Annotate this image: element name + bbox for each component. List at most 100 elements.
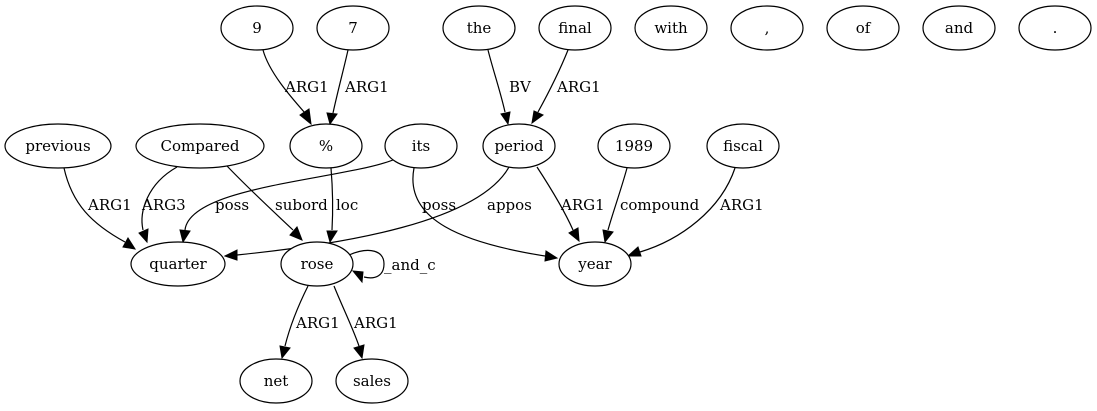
arrowhead-icon (299, 108, 312, 126)
edge-label: ARG1 (556, 78, 601, 96)
node-ellipse (4, 123, 112, 169)
node-label: its (412, 137, 431, 155)
edge-n7-to-pct: ARG1 (326, 49, 389, 126)
node-label: 7 (348, 19, 358, 37)
node-ellipse (634, 5, 708, 51)
edge-label: appos (487, 196, 532, 214)
node-label: and (945, 19, 974, 37)
node-quarter: quarter (130, 241, 226, 287)
edge-line (536, 166, 574, 231)
node-comma: , (730, 5, 804, 51)
node-ellipse (135, 123, 265, 169)
node-period: period (482, 123, 556, 169)
node-label: the (467, 19, 492, 37)
node-rose: rose (280, 241, 354, 287)
node-with: with (634, 5, 708, 51)
node-label: period (494, 137, 543, 155)
node-n9: 9 (220, 5, 294, 51)
node-ellipse (384, 123, 458, 169)
edge-period-to-year: ARG1 (536, 166, 605, 243)
edge-label: ARG1 (353, 314, 398, 332)
nodes-layer: 9 7 the final with, of and. previous Compared% it… (4, 5, 1092, 404)
edge-line (63, 167, 126, 243)
edge-line (332, 49, 349, 114)
edge-label: ARG3 (141, 196, 186, 214)
arrowhead-icon (351, 270, 364, 284)
arrowhead-icon (626, 246, 642, 257)
node-label: year (577, 255, 612, 273)
node-label: with (654, 19, 688, 37)
edge-n9-to-pct: ARG1 (262, 49, 329, 126)
node-label: % (319, 137, 333, 155)
node-the: the (442, 5, 516, 51)
edge-label: ARG1 (284, 78, 329, 96)
edge-period-to-quarter: appos (223, 166, 532, 261)
edge-line (412, 167, 546, 257)
edge-line (348, 249, 385, 279)
node-ellipse (597, 123, 671, 169)
node-sales: sales (335, 358, 409, 404)
edge-rose-to-rose: _and_c (348, 249, 436, 284)
node-ellipse (220, 5, 294, 51)
edge-label: ARG1 (560, 196, 605, 214)
node-ellipse (442, 5, 516, 51)
node-ellipse (730, 5, 804, 51)
node-label: previous (25, 137, 90, 155)
node-ellipse (289, 123, 363, 169)
arrowhead-icon (138, 228, 149, 244)
arrowhead-icon (602, 229, 614, 244)
node-label: of (856, 19, 872, 37)
node-label: net (264, 372, 289, 390)
edge-line (639, 167, 736, 253)
edge-rose-to-net: ARG1 (279, 285, 340, 360)
edge-line (236, 166, 510, 256)
arrowhead-icon (223, 249, 238, 261)
edge-the-to-period: BV (487, 49, 532, 126)
edge-line (537, 49, 569, 113)
edge-label: poss (422, 196, 456, 214)
node-ellipse (482, 123, 556, 169)
edge-compared-to-rose: subord (226, 165, 328, 241)
edge-label: subord (275, 196, 328, 214)
node-ellipse (706, 123, 780, 169)
arrowhead-icon (179, 229, 191, 244)
node-label: 9 (252, 19, 262, 37)
edge-previous-to-quarter: ARG1 (63, 167, 137, 250)
node-label: 1989 (615, 137, 653, 155)
node-ellipse (558, 241, 632, 287)
node-ellipse (239, 358, 313, 404)
node-label: Compared (161, 137, 240, 155)
node-label: , (765, 19, 770, 37)
arrowhead-icon (500, 111, 511, 126)
arrowhead-icon (353, 344, 365, 360)
edge-fiscal-to-year: ARG1 (626, 167, 764, 257)
node-label: final (558, 19, 592, 37)
node-and: and (922, 5, 996, 51)
edge-label: poss (215, 196, 249, 214)
node-period_tok: . (1018, 5, 1092, 51)
node-label: rose (301, 255, 334, 273)
node-label: sales (353, 372, 391, 390)
edge-line (141, 166, 178, 231)
node-ellipse (316, 5, 390, 51)
edge-line (184, 159, 394, 231)
edge-pct-to-rose: loc (326, 167, 358, 244)
edge-label: ARG1 (719, 196, 764, 214)
node-label: quarter (149, 255, 207, 273)
edge-line (226, 165, 294, 231)
arrowhead-icon (531, 110, 544, 125)
arrowhead-icon (568, 227, 580, 243)
node-ellipse (922, 5, 996, 51)
edge-its-to-year: poss (412, 167, 559, 262)
arrowhead-icon (279, 345, 291, 360)
edge-line (607, 167, 628, 231)
node-previous: previous (4, 123, 112, 169)
node-label: . (1053, 19, 1058, 37)
arrowhead-icon (544, 250, 559, 262)
node-ellipse (280, 241, 354, 287)
edge-label: ARG1 (295, 314, 340, 332)
node-n7: 7 (316, 5, 390, 51)
node-label: fiscal (723, 137, 763, 155)
